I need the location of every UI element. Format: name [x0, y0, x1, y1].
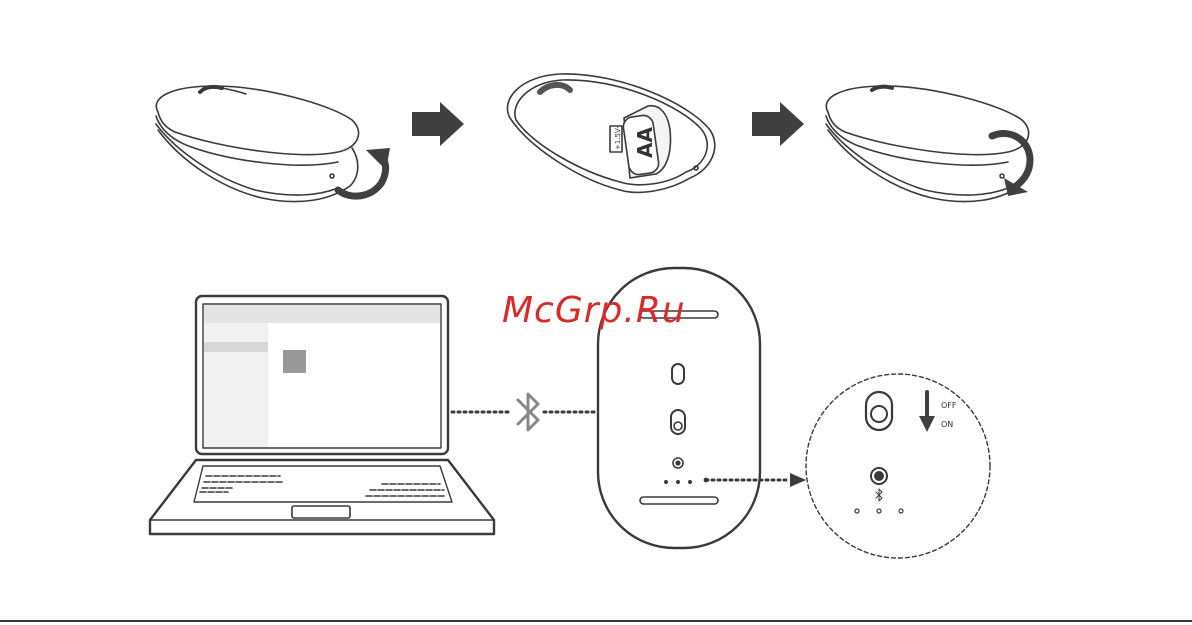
laptop — [150, 296, 494, 534]
laptop-sidebar — [204, 323, 268, 447]
step1-mouse-opening — [156, 86, 359, 202]
zoom-callout — [806, 374, 990, 558]
right-arrow-icon-2 — [752, 102, 804, 146]
step3-mouse-closing — [826, 86, 1029, 202]
callout-arrow-icon — [790, 473, 806, 487]
bottom-rule — [0, 620, 1192, 622]
laptop-app-tile — [283, 350, 306, 373]
battery-label: AA — [633, 127, 657, 158]
laptop-sidebar-selected — [204, 342, 268, 352]
bluetooth-icon — [518, 394, 538, 430]
switch-off-label: OFF — [941, 401, 957, 410]
laptop-title-bar — [204, 305, 440, 323]
right-arrow-icon-1 — [412, 102, 464, 146]
step2-battery-compartment — [507, 74, 714, 192]
battery-voltage: +1.5V- — [614, 126, 622, 150]
watermark-text: McGrp.Ru — [502, 290, 686, 331]
switch-on-label: ON — [941, 420, 953, 429]
